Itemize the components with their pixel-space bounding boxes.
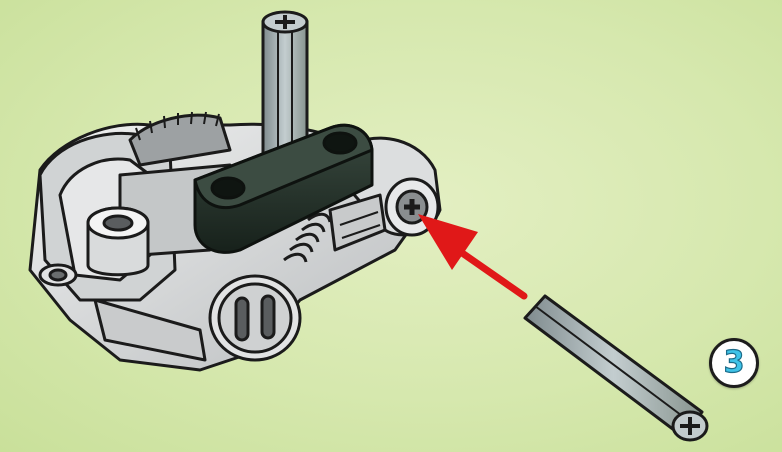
insert-arrow-icon	[418, 214, 524, 296]
loose-axle-icon	[525, 296, 707, 440]
step-number: 3	[724, 348, 745, 378]
step-number-badge: 3	[709, 338, 759, 388]
